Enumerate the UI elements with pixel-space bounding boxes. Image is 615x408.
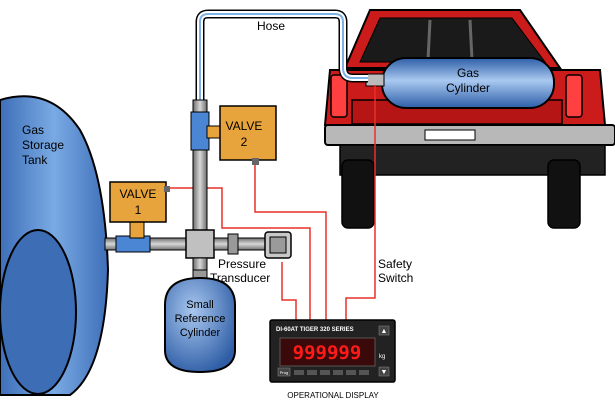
pressure-transducer-label-2: Transducer	[210, 271, 270, 285]
gas-cylinder: Gas Cylinder	[365, 57, 555, 109]
piping	[104, 99, 270, 279]
pressure-transducer-label-1: Pressure	[218, 257, 266, 271]
hose: Hose	[195, 9, 368, 110]
display-function-key-3[interactable]	[320, 370, 330, 375]
display-function-key-4[interactable]	[333, 370, 343, 375]
operational-display-label: OPERATIONAL DISPLAY	[287, 391, 379, 400]
display-readout-window	[279, 337, 376, 367]
display-function-key-1[interactable]	[294, 370, 304, 375]
valve-2: VALVE 2	[219, 105, 277, 165]
valve-1-label-1: VALVE	[120, 187, 157, 201]
wire-safety-switch	[345, 85, 376, 320]
wire-transducer	[281, 262, 297, 320]
svg-text:▲: ▲	[381, 328, 388, 335]
safety-switch-label-2: Switch	[378, 271, 413, 285]
display-prog-button[interactable]	[277, 367, 291, 377]
operational-display: DI-60AT TIGER 320 SERIES 999999 kg ▲ ▼ P…	[269, 319, 396, 400]
right-wheel	[547, 159, 581, 229]
storage-tank-label-1: Gas	[22, 123, 44, 137]
hose-label: Hose	[257, 19, 285, 33]
valve-2-label-2: 2	[241, 135, 248, 149]
display-model: DI-60AT TIGER 320 SERIES	[276, 327, 354, 333]
gas-cylinder-label-2: Cylinder	[446, 81, 490, 95]
reference-cylinder-label-2: Reference	[175, 313, 226, 325]
truck-windshield	[359, 17, 546, 63]
display-up-button[interactable]	[378, 325, 390, 336]
display-function-key-2[interactable]	[307, 370, 317, 375]
left-tail-light	[330, 74, 348, 118]
left-wheel	[341, 159, 375, 229]
reference-cylinder-label-1: Small	[186, 299, 214, 311]
gas-cylinder-label-1: Gas	[457, 66, 479, 80]
display-readout: 999999	[293, 342, 362, 364]
wire-valve2	[254, 163, 327, 320]
pressure-transducer: Pressure Transducer	[210, 231, 292, 285]
svg-text:▼: ▼	[381, 369, 388, 376]
display-function-key-6[interactable]	[359, 370, 369, 375]
display-function-key-5[interactable]	[346, 370, 356, 375]
valve-1-label-2: 1	[135, 203, 142, 217]
pipe-cross-fitting	[185, 229, 215, 259]
valve-1: VALVE 1	[109, 181, 170, 223]
storage-tank-label-2: Storage	[22, 138, 64, 152]
gas-storage-tank: Gas Storage Tank	[0, 95, 110, 396]
valve-2-label-1: VALVE	[226, 119, 263, 133]
reference-cylinder-label-3: Cylinder	[180, 327, 221, 339]
pickup-truck	[323, 9, 615, 229]
svg-text:Prog: Prog	[280, 370, 288, 375]
display-down-button[interactable]	[378, 366, 390, 377]
display-unit: kg	[379, 354, 385, 360]
safety-switch-label-1: Safety	[378, 257, 412, 271]
small-reference-cylinder: Small Reference Cylinder	[164, 269, 236, 374]
right-tail-light	[565, 74, 583, 118]
storage-tank-label-3: Tank	[22, 153, 48, 167]
